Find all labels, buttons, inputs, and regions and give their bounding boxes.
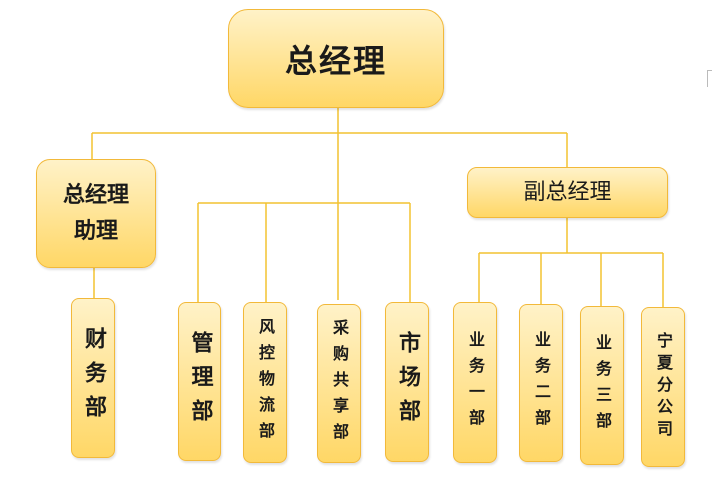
ceo-label: 总经理 [284,41,387,80]
dept-management-label: 管理部 [187,330,213,433]
assistant-label-line1: 总经理 [62,183,129,209]
dept-management: 管理部 [178,302,221,461]
dept-business-3-label: 业务三部 [593,333,612,438]
dept-marketing: 市场部 [385,302,429,462]
assistant-box: 总经理 助理 [36,159,156,268]
dept-procurement-shared-label: 采购共享部 [330,318,349,449]
dept-risk-logistics-label: 风控物流部 [256,317,275,448]
dept-marketing-label: 市场部 [395,331,420,433]
dept-procurement-shared: 采购共享部 [317,304,361,463]
vice-ceo-label: 副总经理 [523,179,612,205]
dept-finance: 财务部 [71,298,115,458]
ceo-box: 总经理 [228,9,444,108]
vice-ceo-box: 副总经理 [467,167,668,218]
dept-business-1: 业务一部 [453,302,497,463]
dept-business-2: 业务二部 [519,304,563,462]
dept-ningxia-branch-label: 宁夏分公司 [654,332,673,442]
dept-finance-label: 财务部 [81,327,106,429]
page-corner-mark [707,70,712,87]
dept-risk-logistics: 风控物流部 [243,302,287,463]
assistant-label-line2: 助理 [73,218,118,244]
dept-business-1-label: 业务一部 [466,330,485,435]
dept-business-3: 业务三部 [580,306,624,465]
dept-ningxia-branch: 宁夏分公司 [641,307,685,467]
dept-business-2-label: 业务二部 [532,331,551,435]
